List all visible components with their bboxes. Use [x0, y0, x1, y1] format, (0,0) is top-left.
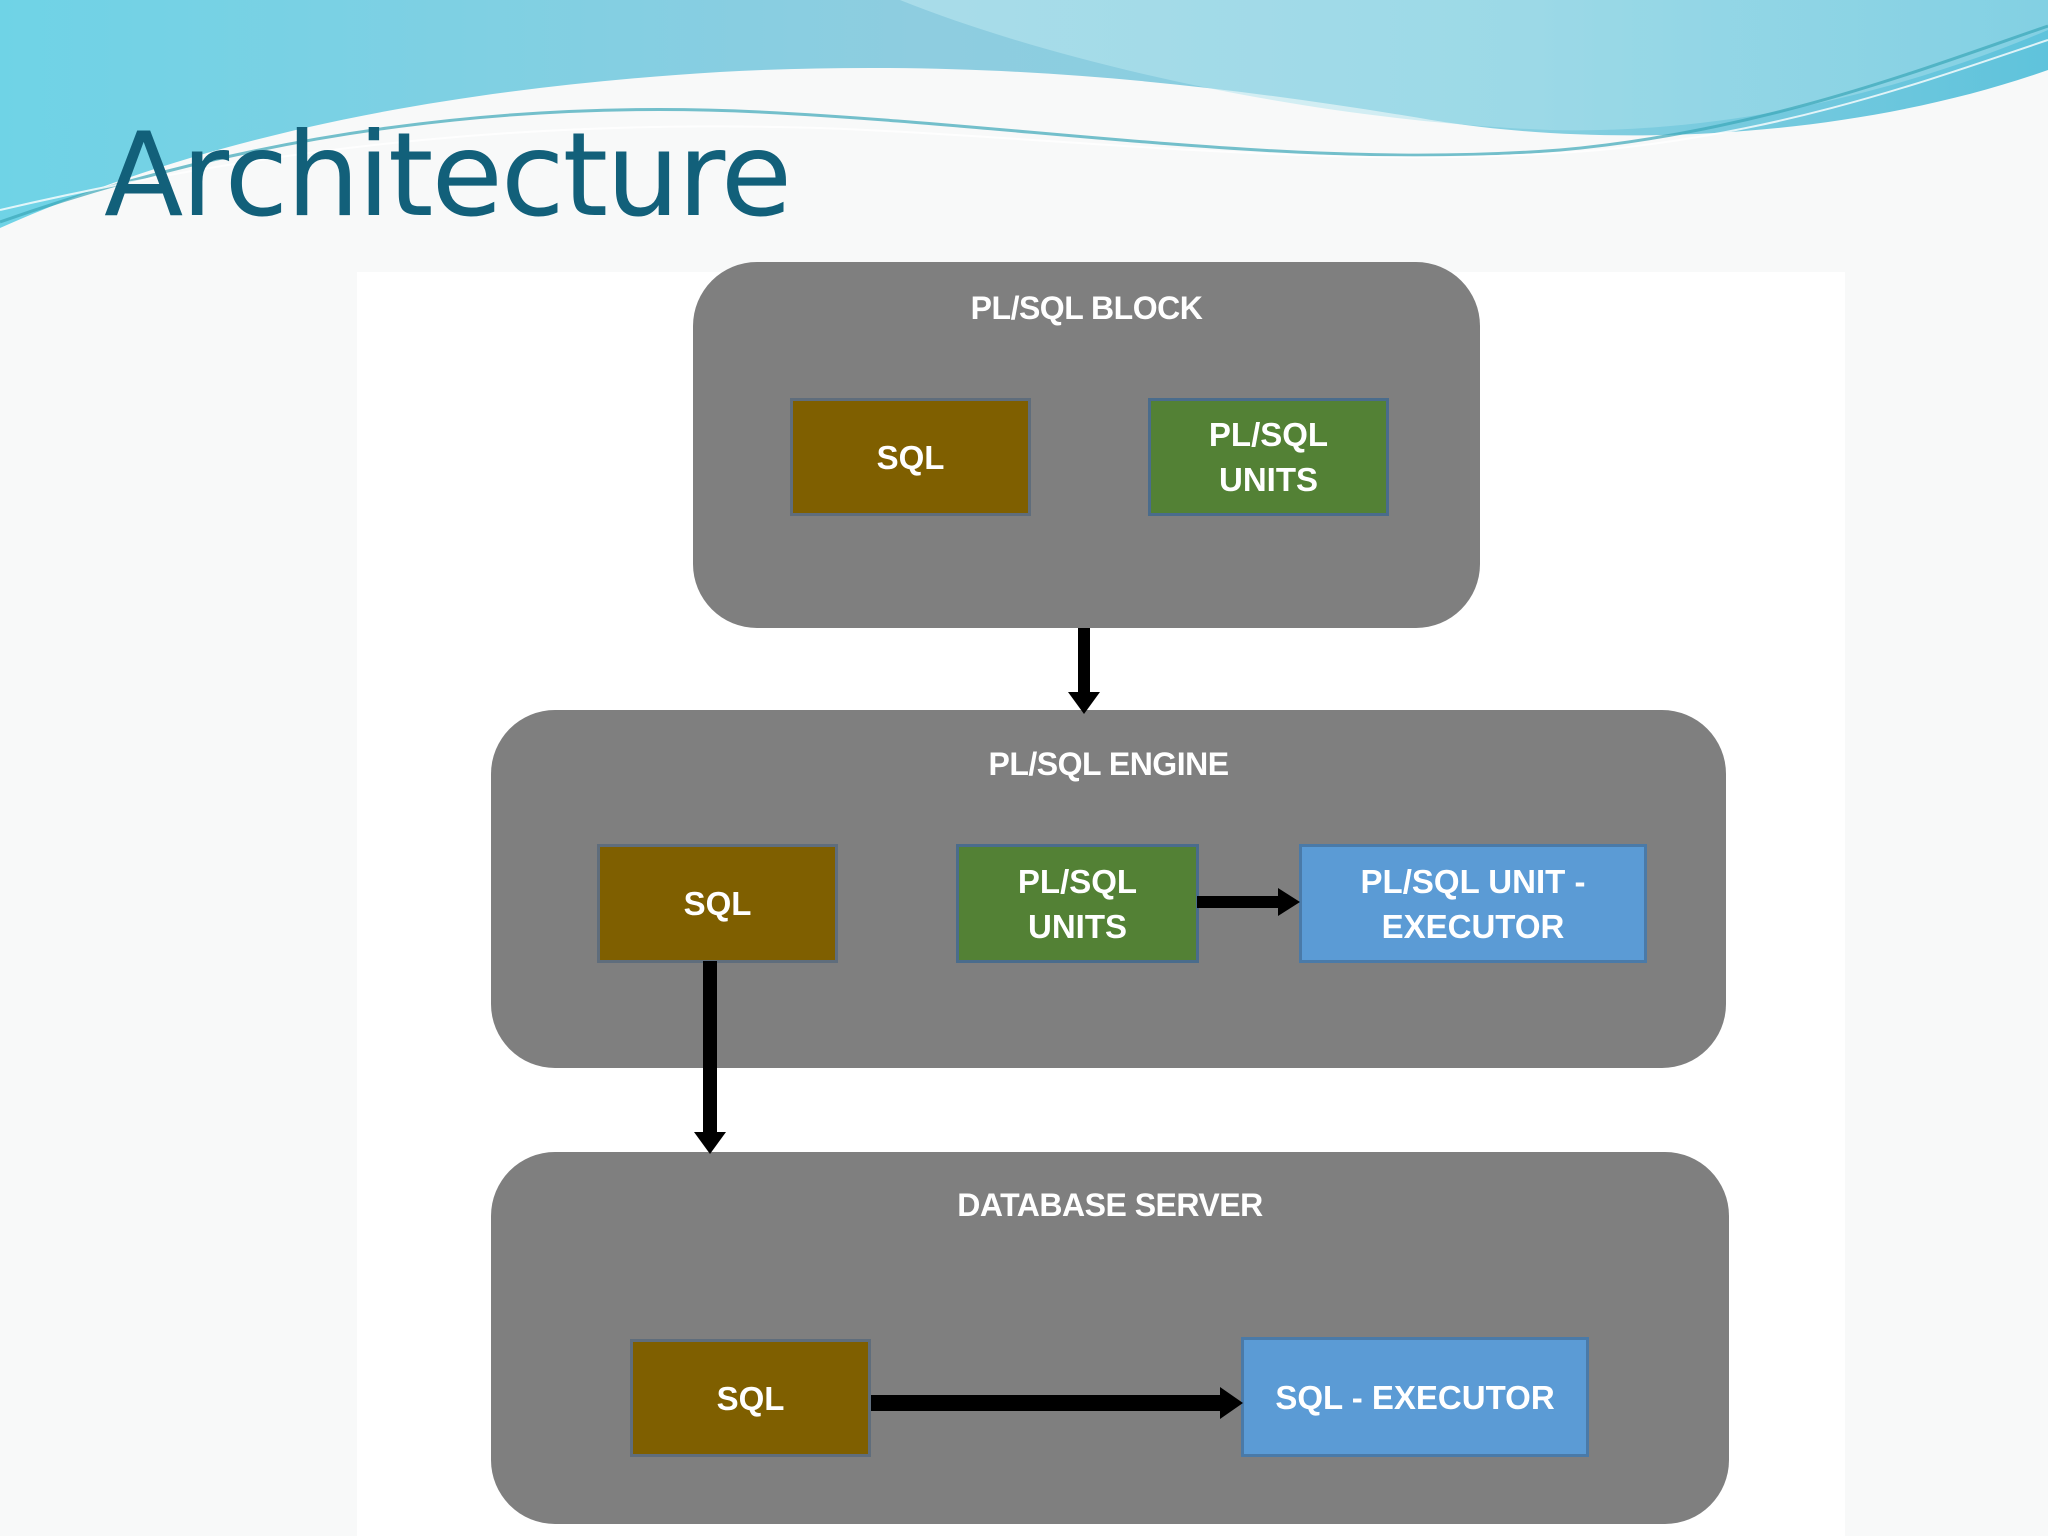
database-server-title: DATABASE SERVER [957, 1187, 1263, 1223]
plsql-block-title: PL/SQL BLOCK [970, 290, 1203, 326]
header-wave-decoration [0, 0, 2048, 228]
plsql-engine-title: PL/SQL ENGINE [988, 746, 1229, 782]
plsql-block-sql-box: SQL [790, 398, 1031, 516]
database-server-sql-box: SQL [630, 1339, 871, 1457]
plsql-engine-group: PL/SQL ENGINE SQL PL/SQL UNITS PL/SQL UN… [491, 710, 1726, 1068]
sql-executor-box: SQL - EXECUTOR [1241, 1337, 1589, 1457]
plsql-block-units-box: PL/SQL UNITS [1148, 398, 1389, 516]
plsql-block-group: PL/SQL BLOCK SQL PL/SQL UNITS [693, 262, 1480, 628]
database-server-group: DATABASE SERVER SQL SQL - EXECUTOR [491, 1152, 1729, 1524]
slide-title: Architecture [104, 108, 792, 243]
plsql-unit-executor-box: PL/SQL UNIT - EXECUTOR [1299, 844, 1647, 963]
plsql-engine-sql-box: SQL [597, 844, 838, 963]
plsql-engine-units-box: PL/SQL UNITS [956, 844, 1199, 963]
